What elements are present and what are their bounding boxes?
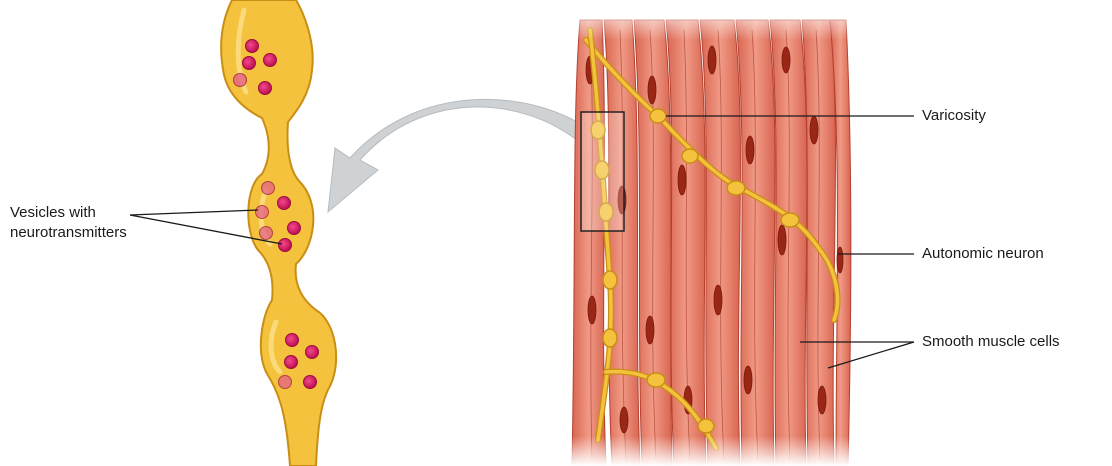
- nucleus: [818, 386, 826, 414]
- magnify-arrow: [328, 99, 590, 212]
- label-smooth-muscle-cells: Smooth muscle cells: [922, 333, 1060, 351]
- label-vesicles-line2: neurotransmitters: [10, 224, 127, 242]
- nucleus: [646, 316, 654, 344]
- vesicle: [279, 239, 292, 252]
- vesicle: [246, 40, 259, 53]
- label-vesicles-line1: Vesicles with: [10, 204, 96, 222]
- nucleus: [782, 47, 790, 73]
- nucleus: [744, 366, 752, 394]
- vesicle: [243, 57, 256, 70]
- nucleus: [746, 136, 754, 164]
- vesicle: [234, 74, 247, 87]
- nucleus: [708, 46, 716, 74]
- label-varicosity: Varicosity: [922, 107, 986, 125]
- smooth-muscle-tissue: [565, 0, 865, 466]
- vesicle: [306, 346, 319, 359]
- enlarged-axon: [221, 0, 336, 466]
- vesicle: [264, 54, 277, 67]
- vesicle: [285, 356, 298, 369]
- vesicle: [262, 182, 275, 195]
- nucleus: [588, 296, 596, 324]
- vesicle: [286, 334, 299, 347]
- muscle-cells: [572, 20, 851, 466]
- label-autonomic-neuron: Autonomic neuron: [922, 245, 1044, 263]
- nucleus: [620, 407, 628, 433]
- nucleus: [678, 165, 686, 195]
- vesicle: [259, 82, 272, 95]
- leader-vesicles-1: [130, 210, 258, 215]
- vesicle: [279, 376, 292, 389]
- nucleus: [714, 285, 722, 315]
- vesicle: [256, 206, 269, 219]
- nucleus: [778, 225, 786, 255]
- nucleus: [837, 247, 843, 273]
- nucleus: [810, 116, 818, 144]
- magnification-box: [581, 112, 624, 231]
- vesicle: [288, 222, 301, 235]
- vesicle: [260, 227, 273, 240]
- nucleus: [648, 76, 656, 104]
- vesicle: [278, 197, 291, 210]
- vesicle: [304, 376, 317, 389]
